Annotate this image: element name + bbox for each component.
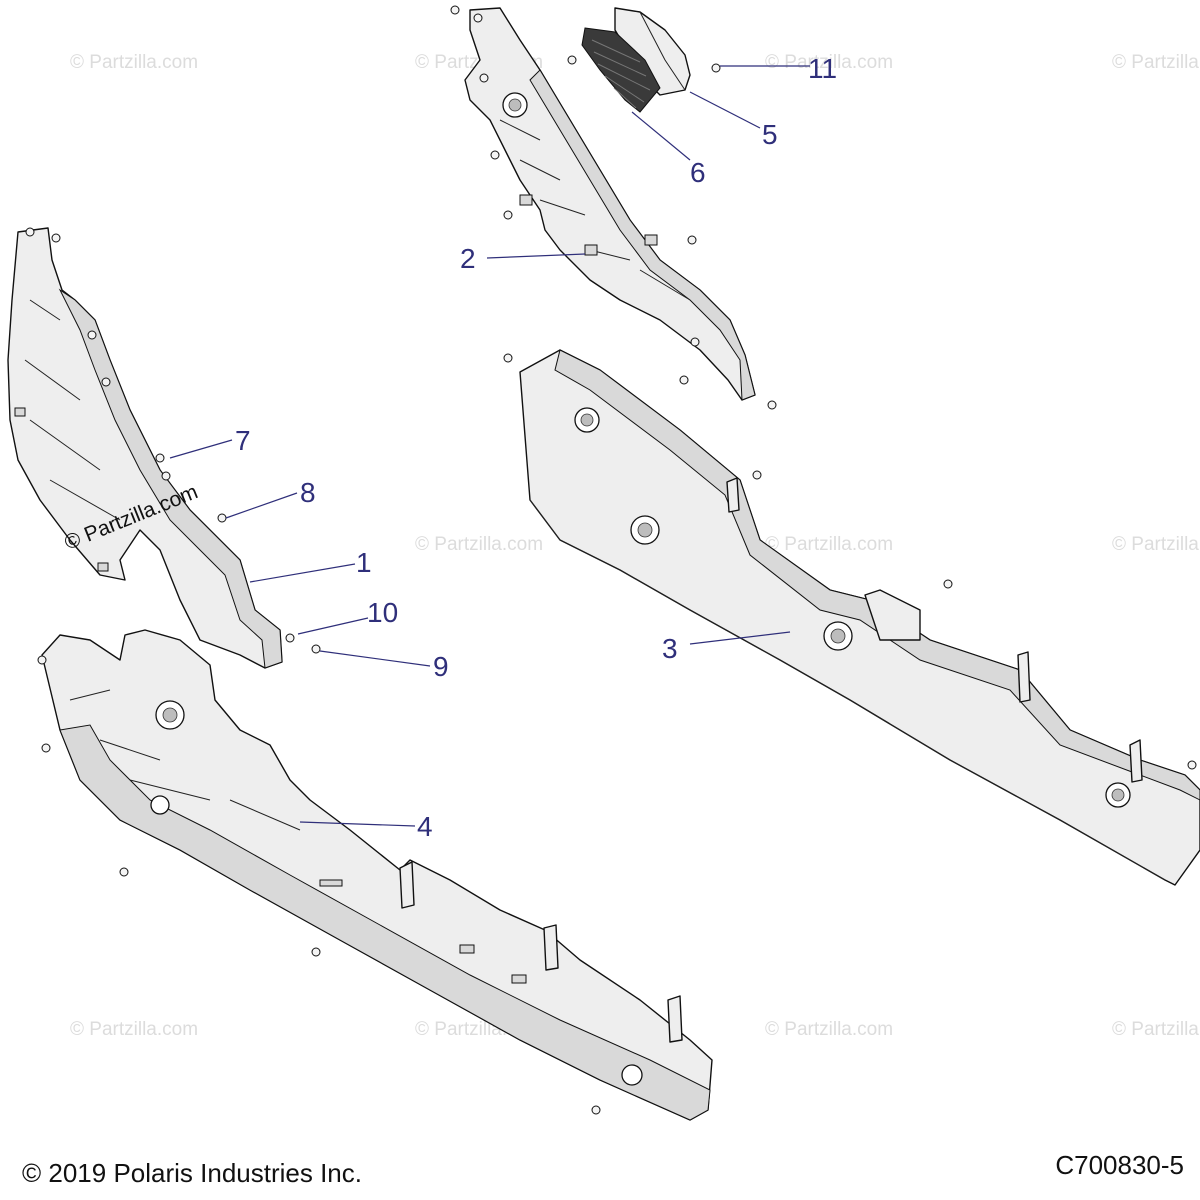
- callouts: 1 2 3 4 5 6 7 8 9 10 11: [235, 53, 837, 842]
- callout-3: 3: [662, 633, 678, 664]
- callout-4: 4: [417, 811, 433, 842]
- watermark: © Partzilla.com: [765, 534, 893, 555]
- watermark: © Partzilla.com: [765, 52, 893, 73]
- leader-lines: [169, 65, 810, 827]
- part-6-grille: [581, 27, 661, 113]
- callout-11: 11: [808, 53, 837, 84]
- watermark: © Partzilla.com: [1112, 1019, 1200, 1040]
- diagram-code: C700830-5: [1055, 1150, 1184, 1180]
- watermark: © Partzilla.com: [70, 1019, 198, 1040]
- watermark-layer: © Partzilla.com © Partzilla.com © Partzi…: [70, 52, 1200, 1040]
- watermark: © Partzilla.com: [415, 534, 543, 555]
- watermark: © Partzilla.com: [1112, 52, 1200, 73]
- callout-6: 6: [690, 157, 706, 188]
- copyright-notice: © 2019 Polaris Industries Inc.: [22, 1158, 362, 1188]
- part-2-upper-panel: [464, 7, 756, 401]
- part-3-right-rocker: [519, 349, 1200, 886]
- callout-7: 7: [235, 425, 251, 456]
- fasteners: [25, 5, 1197, 1115]
- callout-8: 8: [300, 477, 316, 508]
- watermark: © Partzilla.com: [70, 52, 198, 73]
- callout-10: 10: [367, 597, 398, 628]
- callout-2: 2: [460, 243, 476, 274]
- callout-9: 9: [433, 651, 449, 682]
- watermark: © Partzilla.com: [1112, 534, 1200, 555]
- callout-1: 1: [356, 547, 372, 578]
- part-4-lower-rocker: [41, 629, 713, 1121]
- callout-5: 5: [762, 119, 778, 150]
- watermark: © Partzilla.com: [765, 1019, 893, 1040]
- part-1-left-panel: [7, 227, 283, 669]
